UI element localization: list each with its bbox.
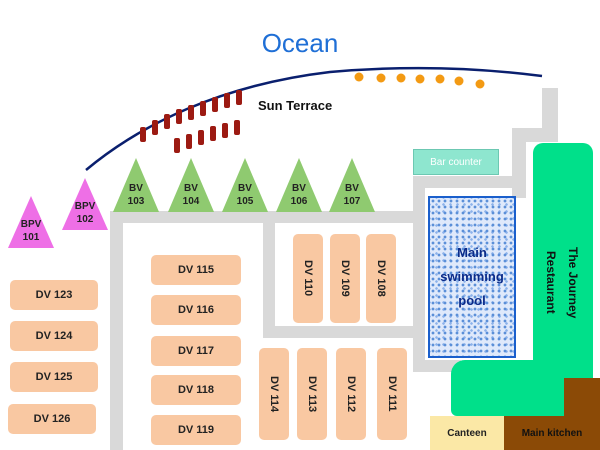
sunbed-icon (186, 134, 192, 149)
villa-dv-115[interactable]: DV 115 (151, 255, 241, 285)
villa-label: DV 109 (339, 260, 351, 297)
main-swimming-pool[interactable]: Main swimming pool (428, 196, 516, 358)
villa-type: BV (184, 183, 198, 194)
villa-dv-112[interactable]: DV 112 (336, 348, 366, 440)
villa-type: BV (292, 183, 306, 194)
main-kitchen[interactable]: Main kitchen (504, 416, 600, 450)
umbrella-icon (475, 79, 485, 89)
villa-type: BV (129, 183, 143, 194)
villa-dv-108[interactable]: DV 108 (366, 234, 396, 323)
umbrella-icon (415, 74, 425, 84)
villa-label: DV 114 (268, 375, 280, 413)
umbrella-icon (376, 73, 386, 83)
sunbed-icon (174, 138, 180, 153)
villa-dv-110[interactable]: DV 110 (293, 234, 323, 323)
sunbed-icon (152, 120, 158, 135)
villa-dv-117[interactable]: DV 117 (151, 336, 241, 366)
walkway (263, 326, 425, 338)
villa-dv-123[interactable]: DV 123 (10, 280, 98, 310)
villa-dv-116[interactable]: DV 116 (151, 295, 241, 325)
villa-dv-118[interactable]: DV 118 (151, 375, 241, 405)
sunbeds (140, 90, 242, 153)
villa-number: 101 (22, 232, 40, 243)
villa-number: 103 (127, 196, 145, 207)
villa-label: DV 111 (386, 376, 398, 412)
walkway (263, 223, 275, 338)
pool-label: Main swimming pool (440, 245, 504, 308)
canteen[interactable]: Canteen (430, 416, 504, 450)
villa-number: 105 (236, 196, 254, 207)
villa-label: DV 110 (302, 260, 314, 297)
restaurant-building[interactable] (533, 143, 593, 383)
walkway (110, 211, 425, 223)
walkway (542, 88, 558, 132)
villa-type: BV (345, 183, 359, 194)
villa-dv-126[interactable]: DV 126 (8, 404, 96, 434)
sunbed-icon (224, 93, 230, 108)
villa-dv-109[interactable]: DV 109 (330, 234, 360, 323)
sunbed-icon (234, 120, 240, 135)
sunbed-icon (188, 105, 194, 120)
restaurant-label: The Journey Restaurant (544, 246, 580, 319)
villa-label: DV 112 (345, 375, 357, 413)
villa-dv-119[interactable]: DV 119 (151, 415, 241, 445)
sunbed-icon (140, 127, 146, 142)
villa-dv-124[interactable]: DV 124 (10, 321, 98, 351)
bar-counter[interactable]: Bar counter (413, 149, 499, 175)
sunbed-icon (198, 130, 204, 145)
sunbed-icon (176, 109, 182, 124)
villa-number: 102 (76, 214, 94, 225)
sunbed-icon (210, 126, 216, 141)
walkway (110, 211, 123, 450)
umbrellas (354, 72, 485, 89)
umbrella-icon (435, 74, 445, 84)
villa-dv-125[interactable]: DV 125 (10, 362, 98, 392)
sunbed-icon (200, 101, 206, 116)
umbrella-icon (396, 73, 406, 83)
villa-dv-113[interactable]: DV 113 (297, 348, 327, 440)
villa-type: BPV (74, 201, 96, 212)
sunbed-icon (212, 97, 218, 112)
sunbed-icon (222, 123, 228, 138)
ocean-label: Ocean (261, 28, 339, 58)
walkway (413, 176, 425, 372)
sun-terrace-label: Sun Terrace (258, 98, 333, 113)
villa-dv-114[interactable]: DV 114 (259, 348, 289, 440)
umbrella-icon (354, 72, 364, 82)
villa-label: DV 108 (375, 260, 387, 297)
villa-number: 107 (343, 196, 361, 207)
walkway (413, 176, 526, 188)
villa-type: BPV (20, 219, 42, 230)
umbrella-icon (454, 76, 464, 86)
restaurant-label-area: The Journey Restaurant (532, 190, 592, 375)
villa-number: 104 (182, 196, 200, 207)
sunbed-icon (164, 114, 170, 129)
villa-type: BV (238, 183, 252, 194)
villa-number: 106 (290, 196, 308, 207)
walkway (413, 360, 461, 372)
sunbed-icon (236, 90, 242, 105)
villa-label: DV 113 (306, 375, 318, 413)
villa-dv-111[interactable]: DV 111 (377, 348, 407, 440)
